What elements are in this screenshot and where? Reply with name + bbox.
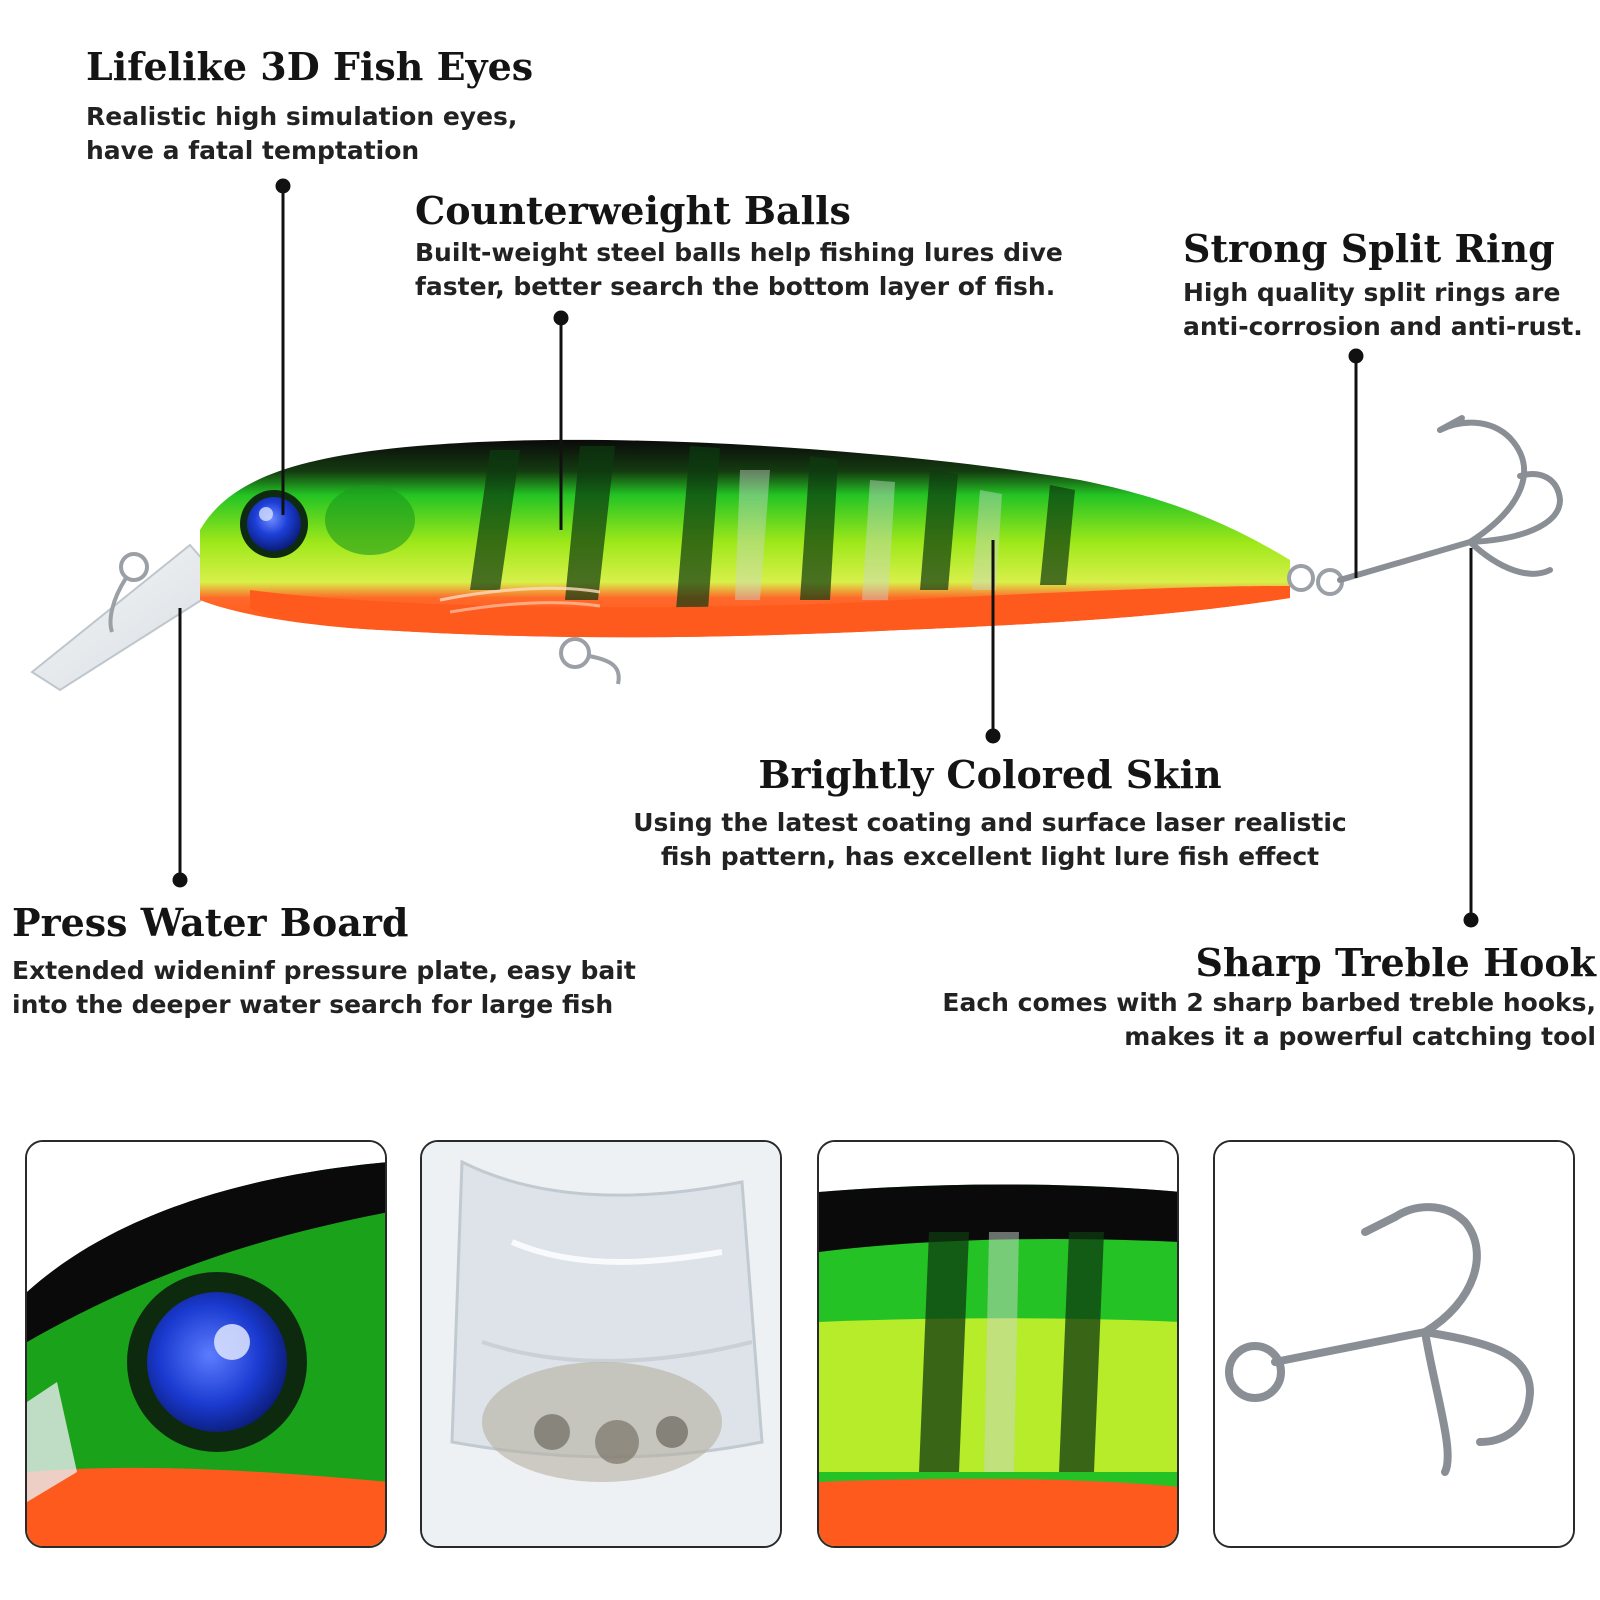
front-hook: [108, 576, 128, 633]
thumbnail-lip-closeup: [420, 1140, 782, 1548]
ring-line-2: anti-corrosion and anti-rust.: [1183, 312, 1583, 341]
tail-split-ring: [1287, 564, 1315, 592]
hook-title: Sharp Treble Hook: [1195, 940, 1596, 985]
board-line-1: Extended wideninf pressure plate, easy b…: [12, 956, 636, 985]
fish-eye-icon: [27, 1142, 385, 1546]
ring-title: Strong Split Ring: [1183, 226, 1555, 271]
eyes-description: Realistic high simulation eyes, have a f…: [86, 100, 517, 168]
board-pointer-dot: [172, 872, 188, 888]
clear-lip-icon: [422, 1142, 780, 1546]
lure-illustration: [30, 178, 1564, 928]
board-description: Extended wideninf pressure plate, easy b…: [12, 954, 636, 1022]
board-title: Press Water Board: [12, 900, 409, 945]
balls-description: Built-weight steel balls help fishing lu…: [415, 236, 1063, 304]
hook-line-1: Each comes with 2 sharp barbed treble ho…: [942, 988, 1596, 1017]
skin-title: Brightly Colored Skin: [758, 752, 1222, 797]
eyes-title: Lifelike 3D Fish Eyes: [86, 44, 534, 89]
skin-line-1: Using the latest coating and surface las…: [633, 808, 1347, 837]
head-cheek: [325, 485, 415, 555]
body-sheen: [735, 470, 1002, 600]
treble-hook-icon: [1215, 1142, 1573, 1546]
skin-line-2: fish pattern, has excellent light lure f…: [660, 842, 1320, 871]
fish-skin-icon: [819, 1142, 1177, 1546]
treble-hook: [1337, 415, 1564, 583]
thumbnail-eye-closeup: [25, 1140, 387, 1548]
front-split-ring: [119, 552, 149, 582]
balls-pointer-dot: [553, 310, 569, 326]
skin-pointer-dot: [985, 728, 1001, 744]
hook-pointer-dot: [1463, 912, 1479, 928]
skin-description: Using the latest coating and surface las…: [600, 806, 1380, 874]
ring-line-1: High quality split rings are: [1183, 278, 1561, 307]
eyes-line-1: Realistic high simulation eyes,: [86, 102, 518, 131]
eyes-line-2: have a fatal temptation: [86, 136, 420, 165]
hook-description: Each comes with 2 sharp barbed treble ho…: [942, 986, 1596, 1054]
gill: [439, 586, 601, 602]
diving-lip: [30, 543, 227, 692]
eyes-pointer-dot: [275, 178, 291, 194]
body-stripes: [470, 446, 1075, 610]
belly: [250, 586, 1290, 638]
hook-line-2: makes it a powerful catching tool: [1124, 1022, 1596, 1051]
belly-split-ring: [559, 637, 591, 669]
thumbnail-hook-closeup: [1213, 1140, 1575, 1548]
thumbnail-skin-closeup: [817, 1140, 1179, 1548]
balls-title: Counterweight Balls: [415, 188, 851, 233]
ring-pointer-dot: [1348, 348, 1364, 364]
board-line-2: into the deeper water search for large f…: [12, 990, 614, 1019]
fish-eye-icon: [240, 490, 308, 558]
balls-line-1: Built-weight steel balls help fishing lu…: [415, 238, 1063, 267]
balls-line-2: faster, better search the bottom layer o…: [415, 272, 1056, 301]
ring-description: High quality split rings are anti-corros…: [1183, 276, 1583, 344]
